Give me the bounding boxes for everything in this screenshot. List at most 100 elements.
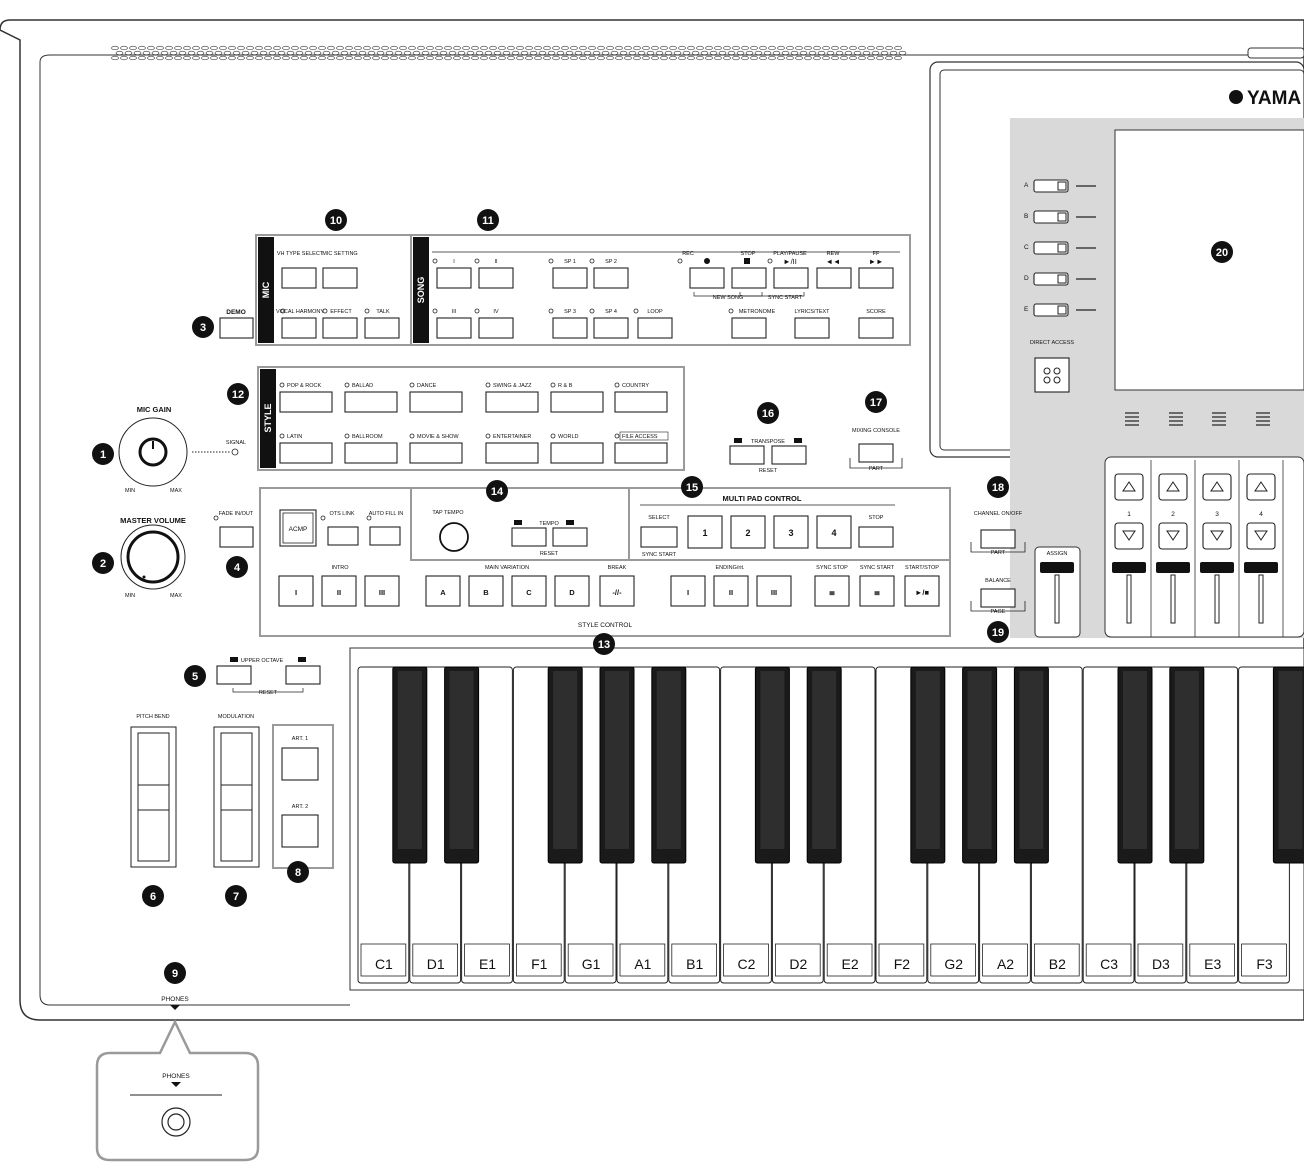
- screen-knob-icon[interactable]: [1212, 412, 1226, 426]
- grille-hole: [642, 55, 650, 61]
- part-up-button[interactable]: [1202, 473, 1232, 501]
- sync-stop-button[interactable]: [814, 575, 850, 607]
- song-button-bottom-2[interactable]: [552, 317, 588, 339]
- screen-knob-icon[interactable]: [1169, 412, 1183, 426]
- style-button-row2-0[interactable]: [279, 442, 333, 464]
- vh-type-select-button[interactable]: [281, 267, 317, 289]
- style-button-row2-5[interactable]: [614, 442, 668, 464]
- demo-button[interactable]: [219, 317, 254, 339]
- part-fader-cap[interactable]: [1112, 562, 1146, 573]
- mic-gain-knob[interactable]: [138, 437, 168, 467]
- style-button-row2-4[interactable]: [550, 442, 604, 464]
- style-control-button[interactable]: [756, 575, 792, 607]
- style-control-button[interactable]: [321, 575, 357, 607]
- upper-octave-plus-button[interactable]: [285, 665, 321, 685]
- style-button-row1-4[interactable]: [550, 391, 604, 413]
- part-fader-cap[interactable]: [1244, 562, 1278, 573]
- multi-pad-2[interactable]: [730, 515, 766, 549]
- song-button-top-2[interactable]: [552, 267, 588, 289]
- grille-hole: [169, 50, 178, 56]
- part-up-button[interactable]: [1158, 473, 1188, 501]
- song-button-top-3[interactable]: [593, 267, 629, 289]
- tap-tempo-button[interactable]: [439, 522, 469, 552]
- ots-link-button[interactable]: [327, 526, 359, 546]
- style-control-button[interactable]: [425, 575, 461, 607]
- style-control-button[interactable]: [713, 575, 749, 607]
- style-control-button[interactable]: [278, 575, 314, 607]
- part-fader-cap[interactable]: [1200, 562, 1234, 573]
- art2-button[interactable]: [281, 814, 319, 848]
- rec-button[interactable]: [689, 267, 725, 289]
- screen-knob-icon[interactable]: [1256, 412, 1270, 426]
- style-led: [344, 382, 350, 388]
- style-control-button[interactable]: [364, 575, 400, 607]
- song-button-label: IV: [493, 309, 499, 315]
- upper-octave-minus-button[interactable]: [216, 665, 252, 685]
- art1-button[interactable]: [281, 747, 319, 781]
- effect-button[interactable]: [322, 317, 358, 339]
- style-button-row1-1[interactable]: [344, 391, 398, 413]
- part-down-button[interactable]: [1114, 522, 1144, 550]
- direct-access-button[interactable]: [1034, 357, 1070, 393]
- ff-button[interactable]: [858, 267, 894, 289]
- metronome-button[interactable]: [731, 317, 767, 339]
- transpose-plus-button[interactable]: [771, 445, 807, 465]
- assign-slider-cap[interactable]: [1040, 562, 1074, 573]
- transpose-minus-button[interactable]: [729, 445, 765, 465]
- style-button-row2-3[interactable]: [485, 442, 539, 464]
- part-fader-cap[interactable]: [1156, 562, 1190, 573]
- style-button-row1-3[interactable]: [485, 391, 539, 413]
- song-button-bottom-3[interactable]: [593, 317, 629, 339]
- grille-hole: [210, 55, 218, 61]
- channel-onoff-button[interactable]: [980, 529, 1016, 549]
- part-up-button[interactable]: [1246, 473, 1276, 501]
- break-button[interactable]: [599, 575, 635, 607]
- tempo-plus-button[interactable]: [552, 527, 588, 547]
- acmp-button[interactable]: [279, 509, 317, 547]
- multi-pad-1[interactable]: [687, 515, 723, 549]
- style-panel-label: STYLE: [263, 403, 273, 432]
- modulation-wheel[interactable]: [220, 732, 253, 862]
- style-button-row1-5[interactable]: [614, 391, 668, 413]
- auto-fill-in-button[interactable]: [369, 526, 401, 546]
- style-control-button[interactable]: [468, 575, 504, 607]
- style-button-row1-2[interactable]: [409, 391, 463, 413]
- tempo-minus-button[interactable]: [511, 527, 547, 547]
- style-button-row2-2[interactable]: [409, 442, 463, 464]
- song-button-bottom-1[interactable]: [478, 317, 514, 339]
- pitch-bend-wheel[interactable]: [137, 732, 170, 862]
- song-button-bottom-4[interactable]: [637, 317, 673, 339]
- sync-start-button[interactable]: [859, 575, 895, 607]
- style-button-row1-0[interactable]: [279, 391, 333, 413]
- screen-knob-icon[interactable]: [1125, 412, 1139, 426]
- talk-button[interactable]: [364, 317, 400, 339]
- song-button-bottom-0[interactable]: [436, 317, 472, 339]
- mixing-console-button[interactable]: [858, 443, 894, 463]
- multi-pad-3[interactable]: [773, 515, 809, 549]
- song-button-top-1[interactable]: [478, 267, 514, 289]
- mic-setting-button[interactable]: [322, 267, 358, 289]
- score-button[interactable]: [858, 317, 894, 339]
- style-control-button[interactable]: [670, 575, 706, 607]
- part-down-button[interactable]: [1202, 522, 1232, 550]
- balance-button[interactable]: [980, 588, 1016, 608]
- style-button-row2-1[interactable]: [344, 442, 398, 464]
- part-down-button[interactable]: [1246, 522, 1276, 550]
- master-volume-knob[interactable]: [126, 530, 180, 584]
- rew-button[interactable]: [816, 267, 852, 289]
- multi-pad-4[interactable]: [816, 515, 852, 549]
- part-down-button[interactable]: [1158, 522, 1188, 550]
- lyrics-text-button[interactable]: [794, 317, 830, 339]
- stop-button[interactable]: [731, 267, 767, 289]
- style-button-label: COUNTRY: [622, 383, 649, 389]
- pad-select-button[interactable]: [640, 526, 678, 548]
- style-control-button[interactable]: [554, 575, 590, 607]
- pad-stop-button[interactable]: [858, 526, 894, 548]
- song-button-top-0[interactable]: [436, 267, 472, 289]
- style-control-button[interactable]: [511, 575, 547, 607]
- part-up-button[interactable]: [1114, 473, 1144, 501]
- start-stop-button[interactable]: [904, 575, 940, 607]
- play-pause-button[interactable]: [773, 267, 809, 289]
- fade-button[interactable]: [219, 526, 254, 548]
- vocal-harmony-button[interactable]: [281, 317, 317, 339]
